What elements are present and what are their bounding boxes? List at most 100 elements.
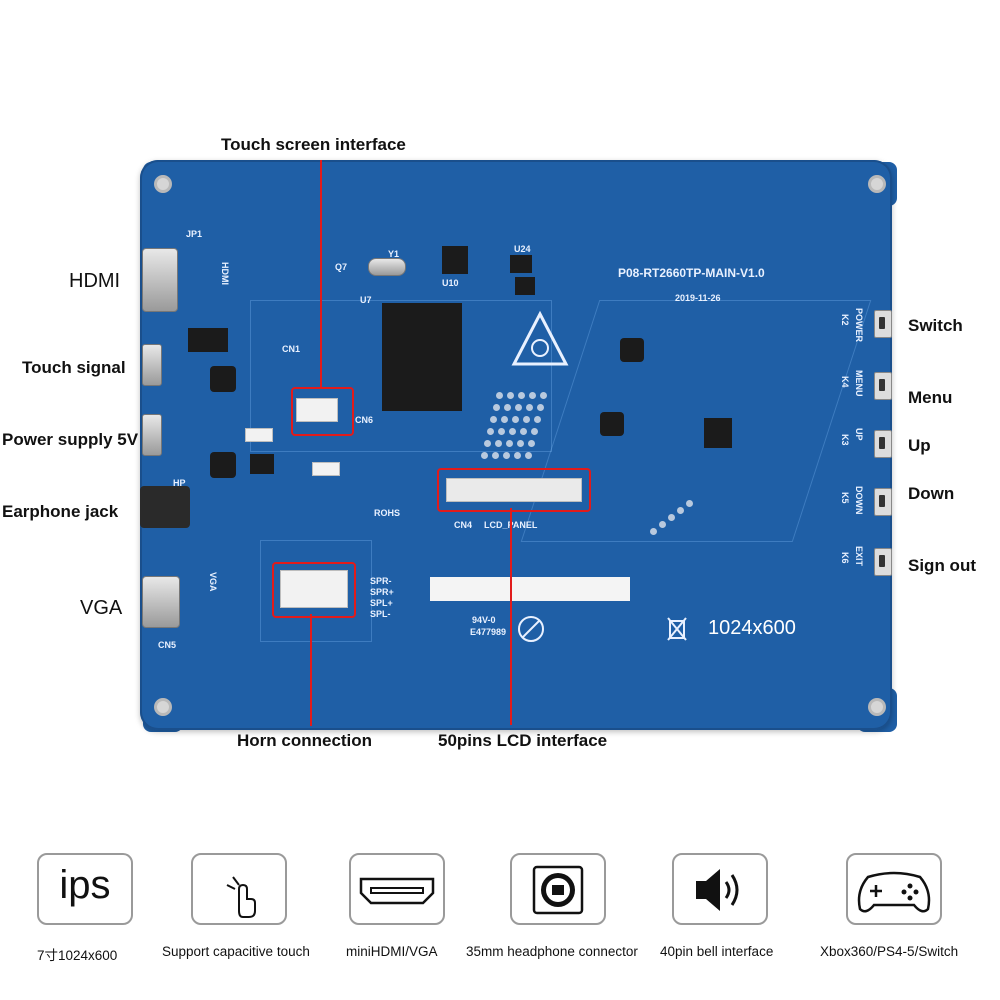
via-dot <box>514 452 521 459</box>
regulator <box>250 454 274 474</box>
down-label: Down <box>908 484 955 503</box>
main-processor-chip <box>382 303 462 411</box>
via-dot <box>515 404 522 411</box>
cn1-silk: CN1 <box>282 344 301 354</box>
board-resolution: 1024x600 <box>708 617 796 639</box>
ips-icon: ips <box>59 863 111 907</box>
via-dot <box>495 440 502 447</box>
feature-label-gamepad: Xbox360/PS4-5/Switch <box>820 944 959 959</box>
mount-hole <box>154 175 172 193</box>
via-dot <box>650 528 657 535</box>
inductor <box>600 412 624 436</box>
lcd-interface-highlight <box>437 468 591 512</box>
horn-connection-label: Horn connection <box>237 731 373 750</box>
u7-silk: U7 <box>360 295 372 305</box>
side-button-id: K4 <box>840 376 850 388</box>
touch-screen-interface-highlight <box>291 387 354 436</box>
side-button-up[interactable] <box>874 430 892 458</box>
component <box>312 462 340 476</box>
via-dot <box>668 514 675 521</box>
horn-connection-highlight <box>272 562 356 618</box>
side-button-id: K5 <box>840 492 850 504</box>
label-sticker <box>430 577 630 601</box>
feature-label-headphone: 35mm headphone connector <box>466 944 638 959</box>
weee-bin-icon <box>667 617 687 641</box>
sign-out-label: Sign out <box>908 556 976 575</box>
earphone-jack[interactable] <box>140 486 190 528</box>
via-dot <box>518 392 525 399</box>
via-dot <box>481 452 488 459</box>
lcd-interface-label: 50pins LCD interface <box>438 731 608 750</box>
side-button-id: K3 <box>840 434 850 446</box>
side-button-exit[interactable] <box>874 548 892 576</box>
ic-u10 <box>442 246 468 274</box>
earphone-jack-label: Earphone jack <box>2 502 119 521</box>
touch-usb-port[interactable] <box>142 344 162 386</box>
rohs-silk: ROHS <box>374 508 401 518</box>
side-button-silk: EXIT <box>854 546 864 567</box>
touch-screen-interface-label: Touch screen interface <box>221 135 406 154</box>
side-button-down[interactable] <box>874 488 892 516</box>
horn-connector[interactable] <box>280 570 348 608</box>
vga-port[interactable] <box>142 576 180 628</box>
side-button-silk: MENU <box>854 370 864 397</box>
mount-hole <box>154 698 172 716</box>
lcd-interface-leader <box>510 508 512 725</box>
via-dot <box>686 500 693 507</box>
touch-screen-interface-leader <box>320 160 322 387</box>
touch-screen-connector[interactable] <box>296 398 338 422</box>
power-usb-port[interactable] <box>142 414 162 456</box>
via-dot <box>526 404 533 411</box>
feature-label-hdmi: miniHDMI/VGA <box>346 944 438 959</box>
power-supply-label: Power supply 5V <box>2 430 139 449</box>
inductor <box>620 338 644 362</box>
horn-connection-leader <box>310 614 312 726</box>
via-dot <box>525 452 532 459</box>
speaker-icon <box>696 869 739 911</box>
via-dot <box>484 440 491 447</box>
via-dot <box>517 440 524 447</box>
trace-area <box>250 300 552 452</box>
feature-gamepad <box>846 853 942 925</box>
mount-hole <box>868 698 886 716</box>
ul-mark-silk: 94V-0 <box>472 615 496 625</box>
speaker-pin-label: SPR- <box>370 576 392 586</box>
hdmi-port[interactable] <box>142 248 178 312</box>
inductor <box>210 366 236 392</box>
y1-silk: Y1 <box>388 249 400 259</box>
lead-free-icon <box>518 616 544 642</box>
vga-label: VGA <box>80 597 123 619</box>
touch-signal-label: Touch signal <box>22 358 126 377</box>
jp1-silk: JP1 <box>186 229 203 239</box>
feature-label-touch: Support capacitive touch <box>162 944 310 959</box>
touch-hand-icon <box>226 876 256 918</box>
feature-headphone <box>510 853 606 925</box>
cn4-silk: CN4 <box>454 520 473 530</box>
side-button-menu[interactable] <box>874 372 892 400</box>
board-date: 2019-11-26 <box>675 293 721 303</box>
feature-label-speaker: 40pin bell interface <box>660 944 774 959</box>
menu-label: Menu <box>908 388 953 407</box>
u24-silk: U24 <box>514 244 531 254</box>
up-label: Up <box>908 436 931 455</box>
via-dot <box>493 404 500 411</box>
via-dot <box>512 416 519 423</box>
via-dot <box>540 392 547 399</box>
hdmi-label: HDMI <box>69 270 121 292</box>
lcd-fpc-connector[interactable] <box>446 478 582 502</box>
headphone-jack-icon <box>532 865 584 915</box>
side-button-power[interactable] <box>874 310 892 338</box>
cn5-silk: CN5 <box>158 640 177 650</box>
via-dot <box>520 428 527 435</box>
cn6-silk: CN6 <box>355 415 374 425</box>
mount-hole <box>868 175 886 193</box>
side-button-silk: POWER <box>854 308 864 343</box>
feature-ips: ips <box>37 853 133 925</box>
via-dot <box>498 428 505 435</box>
ul-code-silk: E477989 <box>470 627 507 637</box>
u10-silk: U10 <box>442 278 459 288</box>
ic <box>515 277 535 295</box>
via-dot <box>529 392 536 399</box>
via-dot <box>487 428 494 435</box>
side-button-silk: UP <box>854 428 864 441</box>
